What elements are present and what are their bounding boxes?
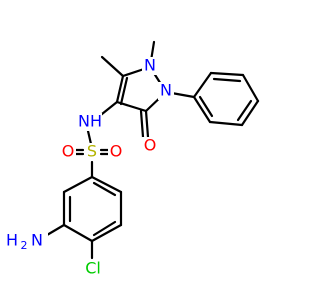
bond-nh-s — [86, 129, 93, 146]
cl-label-background — [80, 260, 106, 278]
bond-c5-methyl — [100, 55, 125, 78]
bond-benzene-3 — [62, 223, 94, 243]
amino-subscript-label: 2 — [21, 239, 28, 252]
bond-phenyl-3 — [241, 73, 260, 103]
bond-phenyl-double-2 — [236, 99, 253, 122]
bond-benzene-6 — [90, 175, 123, 194]
bond-c5-c4-double — [119, 76, 129, 106]
bond-benzene-4 — [90, 223, 123, 243]
amino-n-label: N — [31, 231, 43, 250]
sulfonyl-o-left-label-background — [60, 143, 76, 161]
bond-benzene-double-2 — [92, 220, 117, 237]
sulfonyl-o-right-label-background — [108, 143, 124, 161]
atom-s-label: S — [87, 142, 97, 161]
atom-n2-label: N — [160, 81, 172, 100]
s-label-background — [84, 143, 100, 161]
atom-carbonyl-o-label: O — [144, 136, 157, 155]
bond-phenyl-6 — [192, 95, 212, 124]
atom-label-layer: N N NH O S O O H 2 N Cl — [6, 56, 172, 278]
bond-c5-c4 — [115, 74, 125, 104]
atom-cl-label: Cl — [85, 259, 101, 278]
atom-n1-label: N — [144, 56, 156, 75]
molecule-diagram: N N NH O S O O H 2 N Cl — [4, 40, 260, 278]
bond-c3-c4 — [115, 100, 148, 113]
nh-label-background — [78, 113, 102, 131]
atom-nh-label: NH — [78, 112, 102, 131]
atom-sulfonyl-o-left-label: O — [62, 142, 75, 161]
atom-sulfonyl-o-right-label: O — [110, 142, 123, 161]
label-background-layer — [4, 57, 174, 278]
n1-label-background — [142, 57, 158, 75]
bond-phenyl-double-1 — [212, 77, 242, 83]
bond-benzene-amino — [45, 223, 66, 237]
bond-phenyl-1 — [192, 71, 213, 99]
bond-c3-o-double — [139, 109, 145, 139]
carbonyl-o-label-background — [142, 137, 158, 155]
n2-label-background — [158, 82, 174, 100]
bond-phenyl-2 — [209, 71, 245, 77]
bond-phenyl-double-3 — [198, 95, 214, 118]
bond-benzene-double-3 — [92, 181, 117, 197]
bond-phenyl-5 — [208, 120, 244, 127]
bond-phenyl-4 — [240, 99, 260, 127]
amino-label-background — [4, 231, 48, 251]
bond-layer — [45, 40, 260, 260]
amino-h-label: H — [6, 231, 18, 250]
molecule-canvas: N N NH O S O O H 2 N Cl — [4, 40, 260, 278]
bond-c3-o — [144, 109, 150, 139]
bond-benzene-1 — [62, 175, 94, 194]
